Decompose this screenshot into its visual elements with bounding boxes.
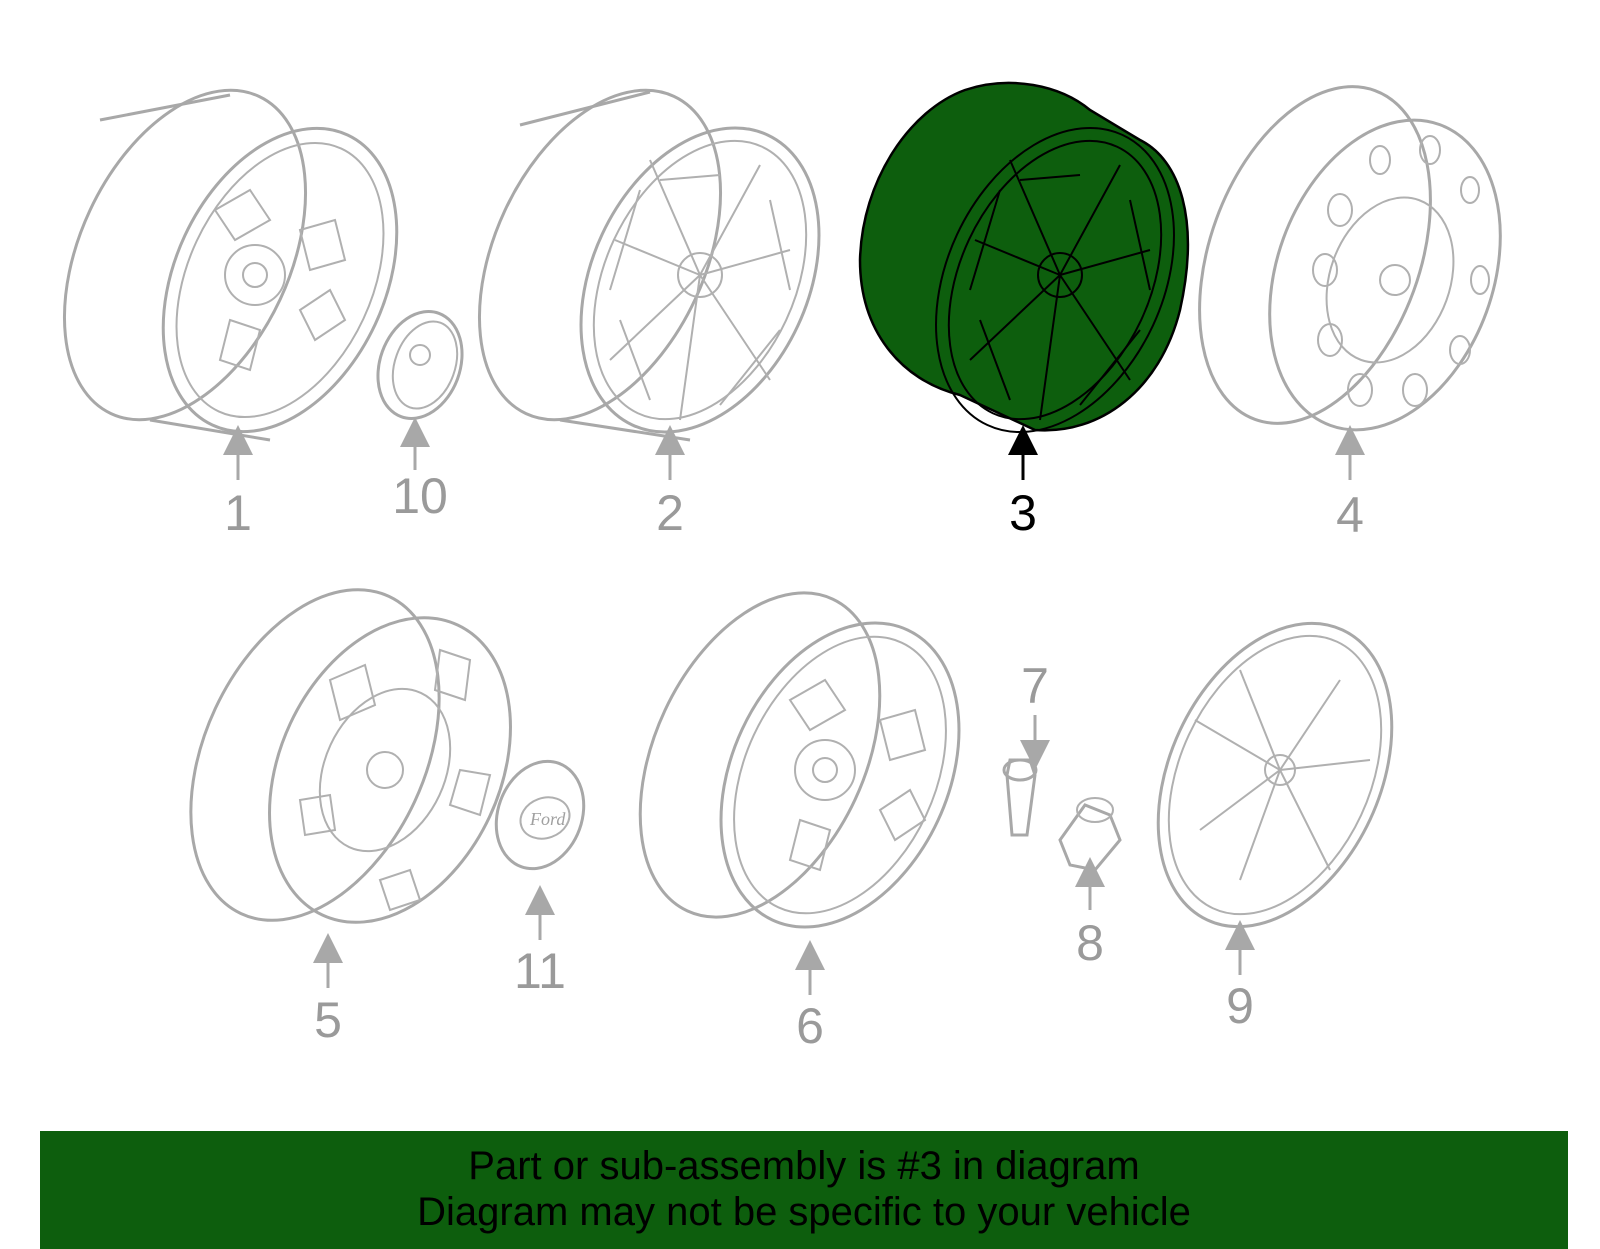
callout-11[interactable]: 11 [514, 943, 566, 999]
callout-5[interactable]: 5 [314, 992, 342, 1048]
part-1-wheel[interactable] [16, 52, 443, 469]
part-11-center-cap[interactable]: Ford [482, 749, 599, 881]
part-7-stud[interactable] [1002, 758, 1038, 837]
part-8-lug-nut[interactable] [1058, 797, 1122, 872]
parts-diagram: Ford 1 10 2 3 [16, 52, 1541, 1054]
banner-line-2: Diagram may not be specific to your vehi… [417, 1190, 1191, 1234]
callout-2[interactable]: 2 [656, 485, 684, 541]
info-banner: Part or sub-assembly is #3 in diagram Di… [40, 1131, 1568, 1249]
part-4-wheel[interactable] [1156, 55, 1541, 463]
part-2-wheel[interactable] [431, 52, 866, 471]
part-5-wheel[interactable] [141, 550, 557, 962]
callout-4[interactable]: 4 [1336, 487, 1364, 543]
part-3-wheel-highlighted[interactable] [858, 81, 1221, 471]
callout-10[interactable]: 10 [392, 468, 448, 524]
callout-3[interactable]: 3 [1009, 485, 1037, 541]
part-9-wheel-cover[interactable] [1112, 586, 1438, 965]
banner-line-1: Part or sub-assembly is #3 in diagram [468, 1144, 1140, 1188]
ford-logo-text: Ford [529, 809, 566, 829]
part-6-wheel[interactable] [592, 555, 1005, 966]
callout-1[interactable]: 1 [224, 485, 252, 541]
callout-8[interactable]: 8 [1076, 915, 1104, 971]
part-10-center-cap[interactable] [364, 300, 477, 431]
callout-7[interactable]: 7 [1021, 658, 1049, 714]
callout-6[interactable]: 6 [796, 998, 824, 1054]
callout-9[interactable]: 9 [1226, 978, 1254, 1034]
callout-arrows [223, 417, 1365, 995]
